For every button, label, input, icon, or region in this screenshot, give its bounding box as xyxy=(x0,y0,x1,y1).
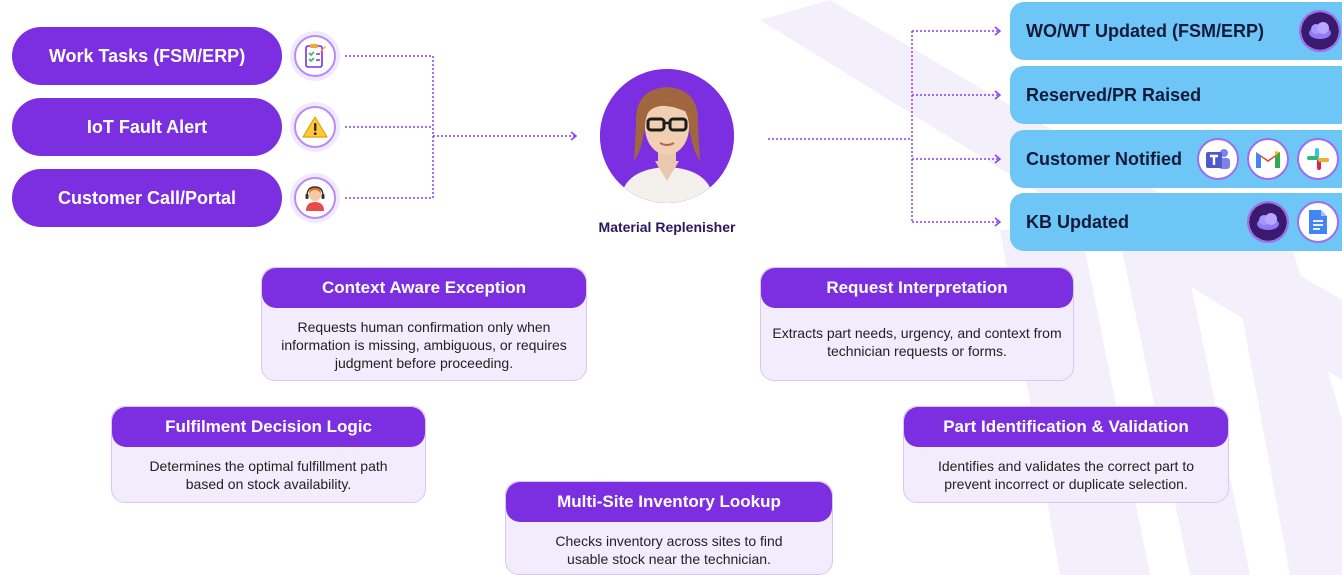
capability-title: Fulfilment Decision Logic xyxy=(112,407,425,447)
agent-avatar-icon xyxy=(600,69,734,203)
input-label: Customer Call/Portal xyxy=(57,187,237,208)
capability-description: Determines the optimal fulfillment path … xyxy=(149,458,388,492)
agent-label: Material Replenisher xyxy=(598,219,736,235)
cloud-app-icon xyxy=(1299,10,1341,52)
clipboard-icon xyxy=(290,31,340,81)
input-iot-fault-alert: IoT Fault Alert xyxy=(12,98,282,156)
output-wo-wt-updated: WO/WT Updated (FSM/ERP) xyxy=(1010,2,1342,60)
capability-fulfilment-decision-logic: Fulfilment Decision Logic Determines the… xyxy=(111,406,426,503)
capability-description: Identifies and validates the correct par… xyxy=(937,458,1195,492)
capability-description: Checks inventory across sites to find us… xyxy=(555,533,783,567)
output-kb-updated: KB Updated xyxy=(1010,193,1342,251)
capability-title: Context Aware Exception xyxy=(262,268,586,308)
capability-title: Part Identification & Validation xyxy=(904,407,1228,447)
gmail-icon xyxy=(1247,138,1289,180)
capability-title: Multi-Site Inventory Lookup xyxy=(506,482,832,522)
warning-icon xyxy=(290,102,340,152)
capability-description: Requests human confirmation only when in… xyxy=(281,319,567,371)
capability-context-aware-exception: Context Aware Exception Requests human c… xyxy=(261,267,587,381)
output-label: Customer Notified xyxy=(1026,148,1183,169)
input-label: IoT Fault Alert xyxy=(86,116,208,137)
output-label: WO/WT Updated (FSM/ERP) xyxy=(1026,20,1264,41)
capability-title: Request Interpretation xyxy=(761,268,1073,308)
support-agent-icon xyxy=(290,173,340,223)
google-docs-icon xyxy=(1297,201,1339,243)
capability-part-identification-validation: Part Identification & Validation Identif… xyxy=(903,406,1229,503)
output-reserved-pr-raised: Reserved/PR Raised xyxy=(1010,66,1342,124)
teams-icon xyxy=(1197,138,1239,180)
slack-icon xyxy=(1297,138,1339,180)
output-label: Reserved/PR Raised xyxy=(1026,84,1202,105)
cloud-app-icon xyxy=(1247,201,1289,243)
output-label: KB Updated xyxy=(1026,211,1129,232)
input-label: Work Tasks (FSM/ERP) xyxy=(48,45,246,66)
capability-multi-site-inventory-lookup: Multi-Site Inventory Lookup Checks inven… xyxy=(505,481,833,575)
input-work-tasks: Work Tasks (FSM/ERP) xyxy=(12,27,282,85)
output-customer-notified: Customer Notified xyxy=(1010,130,1342,188)
capability-description: Extracts part needs, urgency, and contex… xyxy=(772,325,1062,359)
capability-request-interpretation: Request Interpretation Extracts part nee… xyxy=(760,267,1074,381)
input-customer-call-portal: Customer Call/Portal xyxy=(12,169,282,227)
